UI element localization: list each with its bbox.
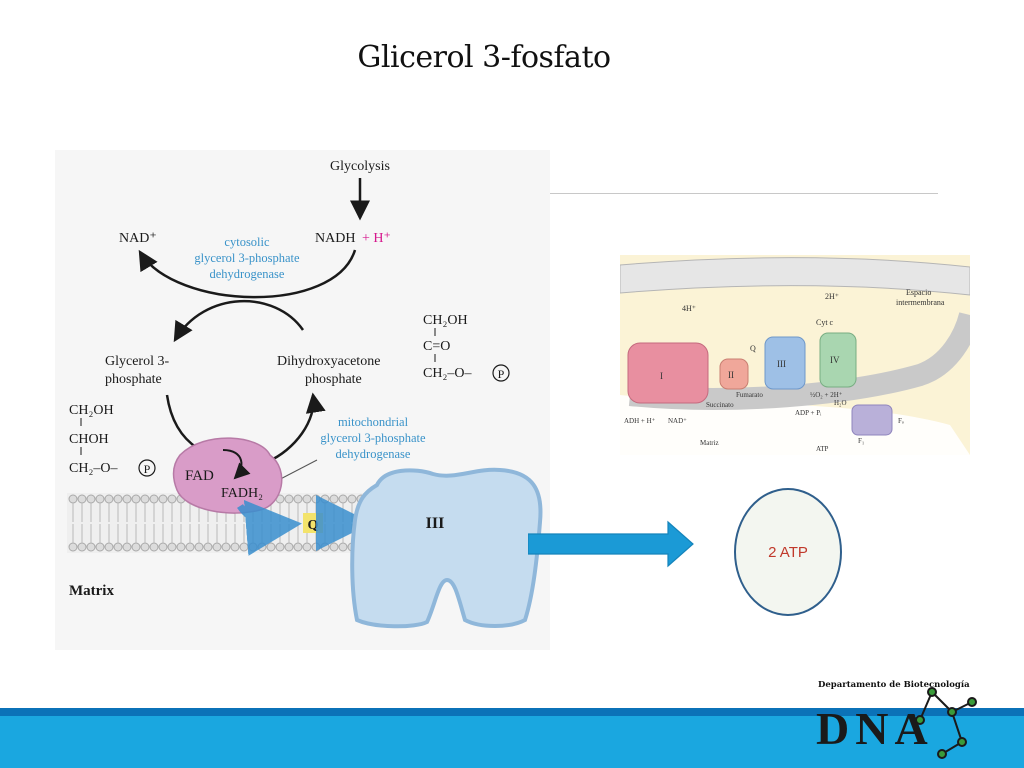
etc-label-2h: 2H⁺ [825, 292, 839, 301]
divider-line [548, 193, 938, 194]
fadh2-to-q-arrow [237, 499, 302, 556]
matrix-label: Matrix [69, 583, 114, 599]
glycolysis-label: Glycolysis [330, 159, 390, 174]
dhap-line2: phosphate [305, 372, 362, 387]
etc-label-q: Q [750, 344, 756, 353]
mito-enzyme-line1: mitochondrial [338, 415, 409, 429]
etc-panel: Espacio intermembrana 4H⁺ 2H⁺ Cyt c I II… [620, 255, 970, 455]
etc-label-nad: NAD⁺ [668, 417, 687, 425]
dhap-formula-2: C=O [423, 339, 450, 354]
atp-yield-circle: 2 ATP [734, 488, 842, 616]
etc-complex-ii [719, 358, 749, 390]
plus-h-label: + H⁺ [362, 231, 391, 246]
etc-label-atp: ATP [816, 445, 829, 453]
etc-complex-iv [819, 332, 857, 388]
etc-label-fo: Fₒ [898, 417, 904, 425]
nadh-label: NADH [315, 231, 355, 246]
etc-label-ii: II [728, 370, 734, 380]
etc-label-iii: III [777, 359, 786, 369]
etc-label-fumarato: Fumarato [736, 391, 763, 399]
footer-band-light [0, 716, 1024, 768]
etc-label-adp: ADP + Pᵢ [795, 409, 822, 417]
mito-enzyme-line3: dehydrogenase [336, 447, 411, 461]
etc-label-intermembrana: intermembrana [896, 298, 945, 307]
result-arrow [528, 520, 694, 568]
etc-label-h2o: H₂O [834, 399, 847, 407]
logo-caption: Departamento de Biotecnología [818, 680, 970, 690]
etc-complex-i [627, 342, 709, 404]
dhap-line1: Dihydroxyacetone [277, 354, 380, 369]
cytosolic-enzyme-line2: glycerol 3-phosphate [194, 251, 300, 265]
phosphate-symbol-g3p: P [144, 462, 151, 476]
mito-enzyme-line2: glycerol 3-phosphate [320, 431, 426, 445]
fadh2-label: FADH₂ [221, 486, 263, 501]
atp-yield-label: 2 ATP [768, 543, 808, 561]
glycerol3p-line2: phosphate [105, 372, 162, 387]
etc-label-iv: IV [830, 355, 840, 365]
cycle-arc-right [266, 392, 326, 464]
q-label: Q [308, 518, 319, 533]
glycerol-shuttle-diagram: Glycolysis NAD⁺ NADH + H⁺ cytosolic glyc… [55, 150, 550, 650]
etc-label-4h-1: 4H⁺ [682, 304, 696, 313]
fad-label: FAD [185, 468, 214, 484]
g3p-formula-2: CHOH [69, 432, 109, 447]
department-logo: DNA [816, 687, 977, 759]
etc-label-i: I [660, 371, 663, 381]
nad-plus-label: NAD⁺ [119, 231, 157, 246]
phosphate-circle-g3p [138, 459, 156, 477]
etc-label-matriz: Matriz [700, 439, 719, 447]
slide-title: Glicerol 3-fosfato [357, 40, 611, 75]
etc-label-cytc: Cyt c [816, 318, 834, 327]
cytosolic-enzyme-line1: cytosolic [224, 235, 270, 249]
cycle-arc-top [173, 300, 305, 343]
etc-label-nadh: ADH + H⁺ [624, 417, 656, 425]
dhap-formula-1: CH₂OH [423, 313, 468, 328]
etc-label-espacio: Espacio [906, 288, 931, 297]
glycerol3p-line1: Glycerol 3- [105, 354, 169, 369]
etc-complex-iii [764, 336, 806, 390]
complex-iii-shape [350, 467, 543, 629]
fad-reduction-arrow [222, 449, 251, 480]
etc-atp-synthase [851, 404, 893, 436]
etc-label-o2: ½O₂ + 2H⁺ [810, 391, 843, 399]
complex-iii-label: III [426, 515, 445, 532]
logo-letters: DNA [816, 703, 934, 754]
footer-band-dark [0, 708, 1024, 716]
cytosolic-arc [138, 249, 357, 299]
etc-label-f1: F₁ [858, 437, 864, 445]
etc-label-succinato: Succinato [706, 401, 734, 409]
cytosolic-enzyme-line3: dehydrogenase [210, 267, 285, 281]
phosphate-symbol-dhap: P [498, 367, 505, 381]
phosphate-circle-dhap [492, 364, 510, 382]
g3p-formula-3: CH₂–O– [69, 461, 118, 476]
dhap-formula-3: CH₂–O– [423, 366, 472, 381]
g3p-formula-1: CH₂OH [69, 403, 114, 418]
